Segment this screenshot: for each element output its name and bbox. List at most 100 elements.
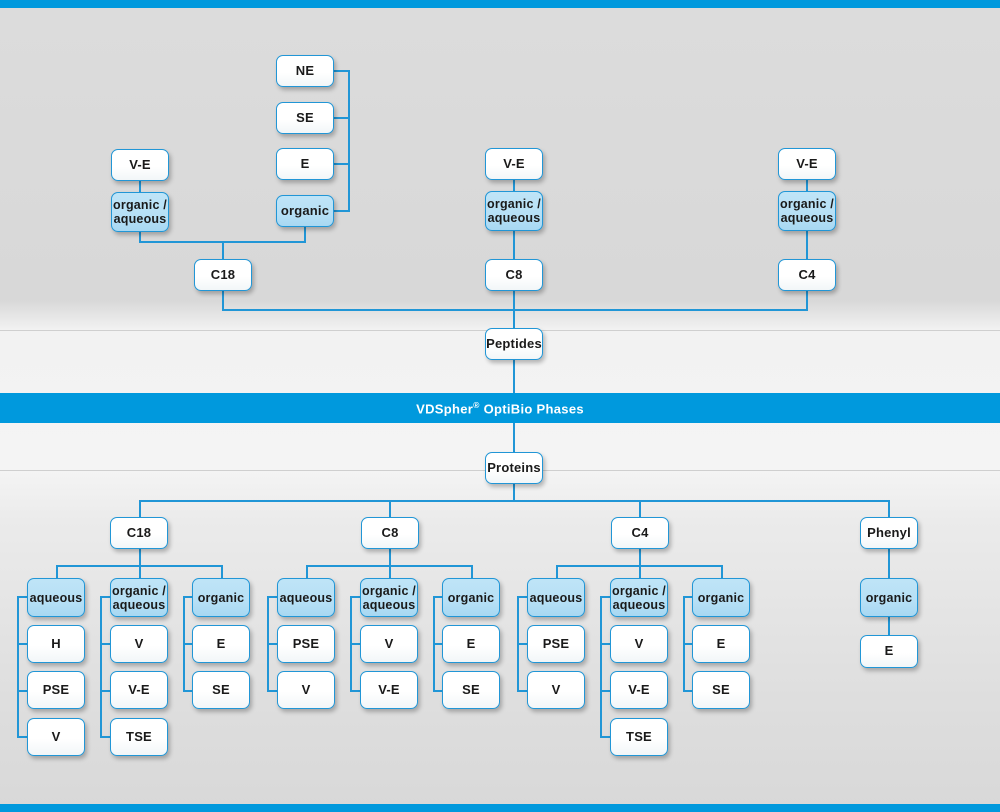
peptides-sorbent-c4[interactable]: C4	[778, 259, 836, 291]
connector-c8-oa-stub-1	[350, 643, 361, 645]
proteins-c4-org-product-se[interactable]: SE	[692, 671, 750, 709]
proteins-c18-org-product-se[interactable]: SE	[192, 671, 250, 709]
node-label: organic /aqueous	[113, 198, 167, 226]
connector-c4-org-stub-1	[683, 643, 694, 645]
proteins-sorbent-c18[interactable]: C18	[110, 517, 168, 549]
node-label: organic	[280, 202, 330, 218]
connector-c8-down	[389, 549, 391, 566]
node-label: Peptides	[486, 335, 542, 351]
proteins-c4-mode-organic-aqueous[interactable]: organic /aqueous	[610, 578, 668, 617]
connector-c18-org-stub-1	[183, 643, 194, 645]
connector-bus-to-peptides	[513, 309, 515, 328]
proteins-c18-mode-organic-aqueous[interactable]: organic /aqueous	[110, 578, 168, 617]
connector-peptides-to-banner	[513, 360, 515, 393]
connector-c4-aqueous-stub-2	[517, 690, 528, 692]
node-label: PSE	[542, 635, 570, 651]
proteins-c4-aqueous-product-v[interactable]: V	[527, 671, 585, 709]
peptides-root[interactable]: Peptides	[485, 328, 543, 360]
proteins-c18-oa-product-ve[interactable]: V-E	[110, 671, 168, 709]
peptides-c8-mode-organic-aqueous[interactable]: organic /aqueous	[485, 191, 543, 231]
node-label: SE	[212, 681, 230, 697]
proteins-phenyl-mode-organic[interactable]: organic	[860, 578, 918, 617]
proteins-c18-mode-aqueous[interactable]: aqueous	[27, 578, 85, 617]
proteins-sorbent-c4[interactable]: C4	[611, 517, 669, 549]
proteins-c4-mode-aqueous[interactable]: aqueous	[527, 578, 585, 617]
peptides-c18-product-se[interactable]: SE	[276, 102, 334, 134]
proteins-c18-mode-organic[interactable]: organic	[192, 578, 250, 617]
node-label: aqueous	[29, 590, 83, 605]
proteins-c4-oa-product-tse[interactable]: TSE	[610, 718, 668, 756]
connector-oa-to-c8	[513, 231, 515, 259]
peptides-sorbent-c18[interactable]: C18	[194, 259, 252, 291]
proteins-c4-aqueous-product-pse[interactable]: PSE	[527, 625, 585, 663]
connector-c18-merge-down	[222, 241, 224, 259]
peptides-sorbent-c8[interactable]: C8	[485, 259, 543, 291]
connector-phenyl-to-organic	[888, 549, 890, 578]
node-label: organic	[447, 590, 495, 605]
proteins-phenyl-org-product-e[interactable]: E	[860, 635, 918, 668]
peptides-c18-product-ve[interactable]: V-E	[111, 149, 169, 181]
proteins-c18-aqueous-product-pse[interactable]: PSE	[27, 671, 85, 709]
proteins-c8-oa-product-v[interactable]: V	[360, 625, 418, 663]
connector-organic-stack-spine	[348, 71, 350, 211]
proteins-c18-org-product-e[interactable]: E	[192, 625, 250, 663]
proteins-c4-mode-organic[interactable]: organic	[692, 578, 750, 617]
peptides-c18-mode-organic[interactable]: organic	[276, 195, 334, 227]
proteins-c18-aqueous-product-v[interactable]: V	[27, 718, 85, 756]
node-label: C8	[505, 266, 523, 282]
connector-c8-aqueous-stub-2	[267, 690, 278, 692]
proteins-c8-mode-organic[interactable]: organic	[442, 578, 500, 617]
node-label: V-E	[503, 155, 525, 171]
proteins-c8-mode-aqueous[interactable]: aqueous	[277, 578, 335, 617]
connector-fanout-c18	[139, 500, 141, 517]
banner-text: VDSpher® OptiBio Phases	[416, 399, 584, 417]
peptides-c8-product-ve[interactable]: V-E	[485, 148, 543, 180]
proteins-c4-oa-product-v[interactable]: V	[610, 625, 668, 663]
connector-c4-mode-aqueous	[556, 565, 558, 578]
connector-c8-mode-aqueous	[306, 565, 308, 578]
node-label: SE	[296, 109, 314, 125]
proteins-c18-aqueous-product-h[interactable]: H	[27, 625, 85, 663]
peptides-c18-product-e[interactable]: E	[276, 148, 334, 180]
node-label: E	[300, 155, 310, 171]
proteins-c8-mode-organic-aqueous[interactable]: organic /aqueous	[360, 578, 418, 617]
proteins-c8-aqueous-product-v[interactable]: V	[277, 671, 335, 709]
proteins-sorbent-phenyl[interactable]: Phenyl	[860, 517, 918, 549]
connector-proteins-fanout	[139, 500, 889, 502]
peptides-c4-mode-organic-aqueous[interactable]: organic /aqueous	[778, 191, 836, 231]
node-label: NE	[295, 62, 315, 78]
node-label: H	[51, 635, 61, 651]
node-label: C18	[126, 524, 152, 540]
connector-c18-oa-stub-1	[100, 643, 111, 645]
connector-ve-to-oa-c8	[513, 180, 515, 191]
proteins-sorbent-c8[interactable]: C8	[361, 517, 419, 549]
connector-c18-org-stub-2	[183, 690, 194, 692]
node-label: organic /aqueous	[487, 197, 541, 225]
connector-ne-stub	[334, 70, 350, 72]
node-label: aqueous	[529, 590, 583, 605]
node-label: PSE	[42, 681, 70, 697]
proteins-c8-org-product-e[interactable]: E	[442, 625, 500, 663]
connector-c8-mode-organic	[471, 565, 473, 578]
connector-c18-aqueous-spine	[17, 597, 19, 737]
proteins-c8-org-product-se[interactable]: SE	[442, 671, 500, 709]
node-label: C18	[210, 266, 236, 282]
connector-organic-stub	[334, 210, 350, 212]
registered-mark: ®	[473, 399, 480, 410]
proteins-c4-org-product-e[interactable]: E	[692, 625, 750, 663]
proteins-c18-oa-product-v[interactable]: V	[110, 625, 168, 663]
proteins-c18-oa-product-tse[interactable]: TSE	[110, 718, 168, 756]
proteins-root[interactable]: Proteins	[485, 452, 543, 484]
node-label: organic /aqueous	[612, 583, 666, 612]
node-label: V	[134, 635, 144, 651]
peptides-c18-mode-organic-aqueous[interactable]: organic /aqueous	[111, 192, 169, 232]
connector-c8-aqueous-stub-1	[267, 643, 278, 645]
node-label: organic /aqueous	[362, 583, 416, 612]
connector-c8-oa-stub-0	[350, 596, 361, 598]
proteins-c4-oa-product-ve[interactable]: V-E	[610, 671, 668, 709]
node-label: aqueous	[279, 590, 333, 605]
proteins-c8-oa-product-ve[interactable]: V-E	[360, 671, 418, 709]
proteins-c8-aqueous-product-pse[interactable]: PSE	[277, 625, 335, 663]
peptides-c4-product-ve[interactable]: V-E	[778, 148, 836, 180]
peptides-c18-product-ne[interactable]: NE	[276, 55, 334, 87]
